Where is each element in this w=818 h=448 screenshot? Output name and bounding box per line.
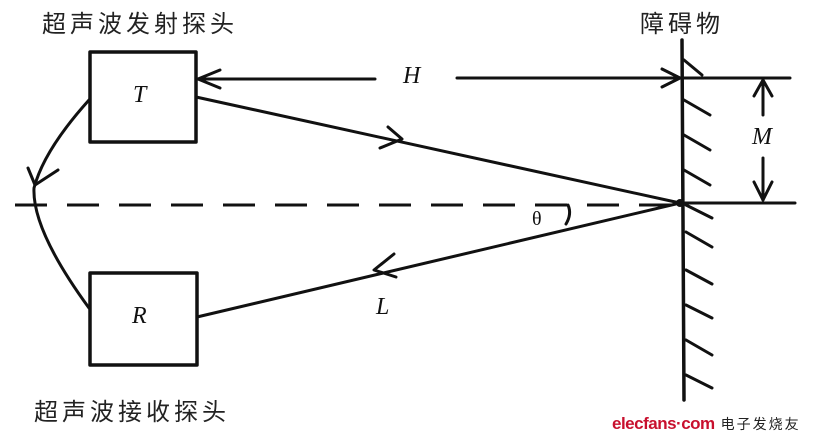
receiver-box: [88, 271, 199, 367]
m-dimension-label: M: [752, 124, 772, 150]
transmitter-box-label: T: [133, 82, 147, 108]
transmitter-title: 超声波发射探头: [42, 10, 238, 38]
incident-ray-arrowhead-icon: [378, 125, 404, 150]
echo-curve: [32, 98, 91, 310]
reflection-point: [676, 199, 684, 207]
watermark-cn: 电子发烧友: [720, 417, 801, 433]
incident-ray: [194, 95, 682, 205]
h-dimension-label: H: [403, 63, 421, 89]
watermark: elecfans·com 电子发烧友: [612, 414, 801, 434]
m-arrowhead-up-icon: [752, 78, 774, 98]
m-arrowhead-down-icon: [752, 180, 774, 202]
receiver-title: 超声波接收探头: [34, 398, 230, 426]
obstacle-title: 障碍物: [640, 10, 724, 38]
l-path-label: L: [376, 294, 390, 320]
watermark-brand: elecfans·com: [612, 414, 715, 433]
angle-arc: [564, 203, 572, 226]
reflected-ray-arrowhead-icon: [372, 252, 398, 279]
receiver-box-label: R: [132, 303, 147, 329]
h-arrowhead-left-icon: [196, 68, 222, 90]
reflected-ray: [195, 201, 682, 319]
wall-hatching: [682, 58, 714, 390]
obstacle-wall: [680, 38, 686, 402]
echo-curve-arrowhead-icon: [26, 166, 60, 187]
theta-angle-label: θ: [532, 208, 542, 230]
h-arrowhead-right-icon: [660, 67, 682, 89]
